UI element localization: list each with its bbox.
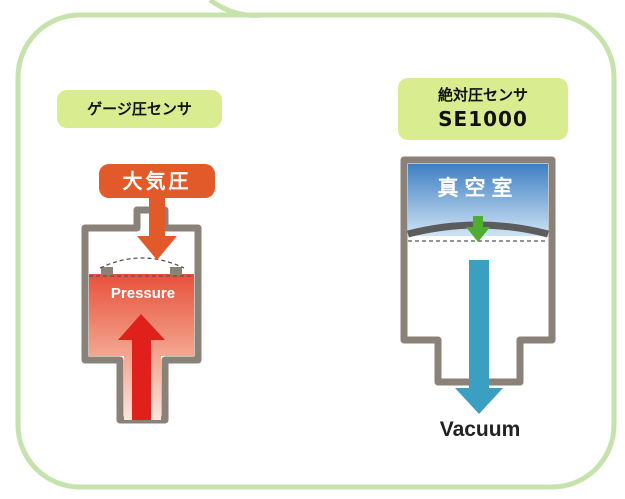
chamber-arrow — [466, 216, 490, 242]
atmosphere-arrow — [137, 196, 177, 260]
pressure-arrow — [118, 314, 165, 420]
gauge-sensor-label: ゲージ圧センサ — [87, 100, 192, 118]
vacuum-chamber-label: 真空室 — [437, 176, 519, 200]
absolute-sensor-label: 絶対圧センサ — [437, 86, 528, 104]
pressure-label: Pressure — [110, 285, 176, 302]
vacuum-label: Vacuum — [439, 418, 521, 441]
vacuum-arrow — [455, 260, 503, 414]
absolute-sensor-badge: 絶対圧センサ SE1000 — [398, 78, 568, 140]
atmosphere-label: 大気圧 — [122, 169, 192, 193]
absolute-sensor-model: SE1000 — [438, 107, 528, 131]
atmosphere-label-box: 大気圧 — [99, 164, 215, 198]
gauge-sensor-badge: ゲージ圧センサ — [57, 90, 222, 128]
outer-frame — [15, 0, 617, 490]
